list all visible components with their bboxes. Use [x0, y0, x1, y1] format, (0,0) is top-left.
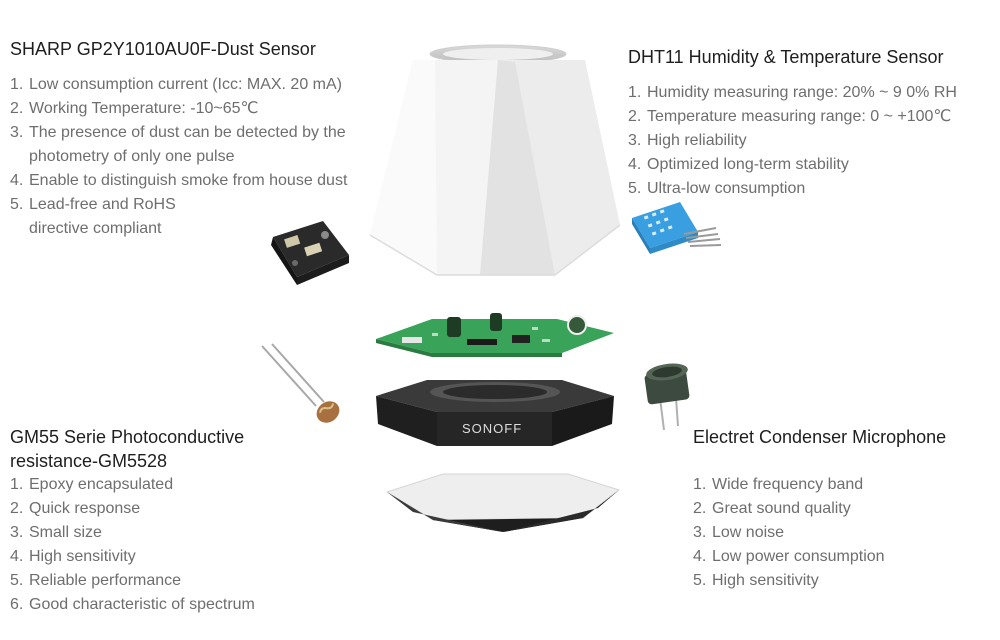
gm55-title: GM55 Serie Photoconductive resistance-GM… — [10, 427, 245, 471]
list-item: 3.The presence of dust can be detected b… — [10, 124, 346, 165]
dust-sensor-features: 1.Low consumption current (Icc: MAX. 20 … — [10, 73, 390, 241]
microphone-title: Electret Condenser Microphone — [693, 427, 947, 447]
list-item: 5.Reliable performance — [10, 572, 182, 589]
list-item: 2.Quick response — [10, 500, 141, 517]
list-item: 2.Great sound quality — [693, 500, 851, 517]
dht11-section: DHT11 Humidity & Temperature Sensor 1.Hu… — [628, 45, 998, 201]
list-item: 1.Epoxy encapsulated — [10, 476, 174, 493]
list-item: 2.Working Temperature: -10~65℃ — [10, 100, 259, 117]
list-item: 1.Humidity measuring range: 20% ~ 9 0% R… — [628, 84, 957, 101]
list-item: 3.High reliability — [628, 132, 747, 149]
pcb-board-image — [376, 313, 614, 357]
list-item: 5.Lead-free and RoHS directive compliant — [10, 196, 176, 237]
list-item: 1.Wide frequency band — [693, 476, 864, 493]
list-item: 4.Enable to distinguish smoke from house… — [10, 172, 348, 189]
device-bottom-cover-image — [385, 473, 621, 532]
dust-sensor-image — [271, 221, 349, 285]
microphone-section: Electret Condenser Microphone 1.Wide fre… — [693, 425, 993, 593]
dht11-features: 1.Humidity measuring range: 20% ~ 9 0% R… — [628, 81, 998, 201]
list-item: 5.High sensitivity — [693, 572, 819, 589]
gm55-features: 1.Epoxy encapsulated 2.Quick response 3.… — [10, 473, 310, 617]
gm55-section: GM55 Serie Photoconductive resistance-GM… — [10, 425, 310, 617]
list-item: 3.Small size — [10, 524, 102, 541]
list-item: 6.Good characteristic of spectrum — [10, 596, 255, 613]
dust-sensor-section: SHARP GP2Y1010AU0F-Dust Sensor 1.Low con… — [10, 37, 390, 241]
list-item: 5.Ultra-low consumption — [628, 180, 806, 197]
microphone-features: 1.Wide frequency band 2.Great sound qual… — [693, 473, 993, 593]
dht11-title: DHT11 Humidity & Temperature Sensor — [628, 47, 944, 67]
photoresistor-image — [261, 343, 340, 423]
device-base-image: SONOFF — [376, 380, 614, 446]
sonoff-logo: SONOFF — [462, 421, 522, 436]
list-item: 1.Low consumption current (Icc: MAX. 20 … — [10, 76, 342, 93]
list-item: 2.Temperature measuring range: 0 ~ +100℃ — [628, 108, 952, 125]
dust-sensor-title: SHARP GP2Y1010AU0F-Dust Sensor — [10, 39, 316, 59]
list-item: 3.Low noise — [693, 524, 785, 541]
dht11-image — [632, 202, 722, 254]
list-item: 4.Optimized long-term stability — [628, 156, 849, 173]
device-top-cover-image — [369, 44, 621, 276]
list-item: 4.High sensitivity — [10, 548, 136, 565]
list-item: 4.Low power consumption — [693, 548, 885, 565]
microphone-image — [644, 363, 690, 431]
